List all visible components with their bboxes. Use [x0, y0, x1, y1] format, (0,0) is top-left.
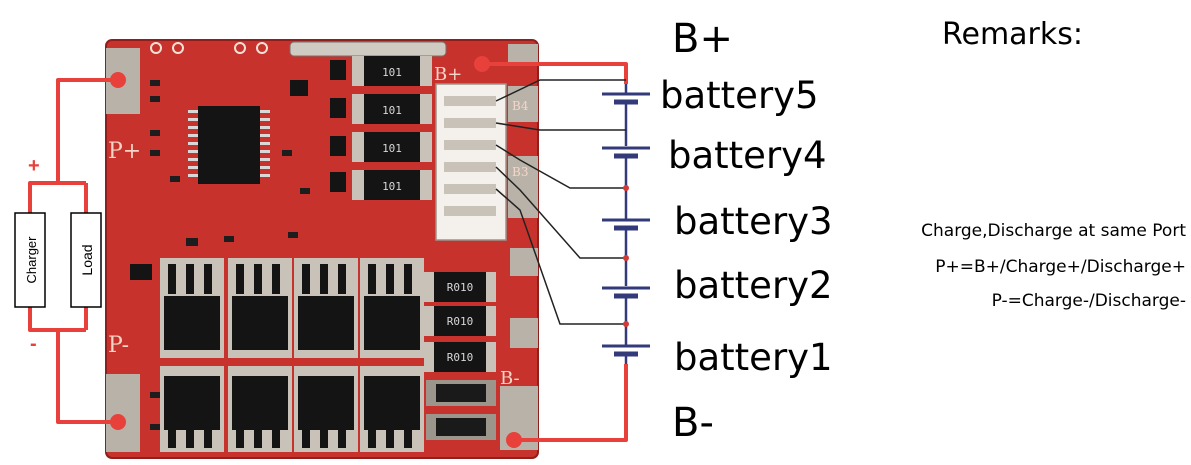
- load-label: Load: [79, 244, 95, 275]
- plus-sign: +: [28, 155, 40, 177]
- mosfet-array: [160, 258, 424, 452]
- silk-b-plus: B+: [434, 64, 462, 85]
- shunt-resistors: R010 R010 R010: [424, 272, 496, 440]
- resistor-code-2: 101: [382, 104, 402, 117]
- b4-pad: [508, 86, 538, 122]
- b3-pad: [508, 156, 538, 196]
- battery3-label: battery3: [674, 200, 833, 243]
- silk-b3: B3: [512, 165, 528, 179]
- remark-line-1: Charge,Discharge at same Port: [921, 221, 1186, 241]
- remark-line-3: P-=Charge-/Discharge-: [992, 291, 1186, 311]
- resistor-code-1: 101: [382, 66, 402, 79]
- silk-p-plus: P+: [108, 139, 141, 164]
- resistor-code-4: 101: [382, 180, 402, 193]
- silk-b4: B4: [512, 99, 529, 113]
- shunt-code-3: R010: [447, 351, 474, 364]
- battery4-label: battery4: [668, 134, 827, 177]
- pcb-board: 101 101 101 101: [105, 39, 539, 459]
- load-box: Load: [70, 212, 102, 308]
- balance-connector: [435, 83, 507, 241]
- silk-b-minus: B-: [500, 368, 520, 389]
- battery-cells: [602, 92, 650, 357]
- resistor-code-3: 101: [382, 142, 402, 155]
- sense-resistors: 101 101 101 101: [352, 56, 432, 200]
- battery5-label: battery5: [660, 74, 819, 117]
- control-ic: [198, 106, 260, 184]
- silk-p-minus: P-: [108, 333, 129, 358]
- battery1-label: battery1: [674, 336, 833, 379]
- b-minus-label: B-: [672, 400, 714, 446]
- charger-label: Charger: [24, 236, 39, 284]
- p-minus-pad: [106, 374, 140, 452]
- remark-line-2: P+=B+/Charge+/Discharge+: [935, 257, 1186, 277]
- battery2-label: battery2: [674, 264, 833, 307]
- b-plus-label: B+: [672, 16, 733, 62]
- minus-sign: -: [30, 333, 37, 355]
- charger-box: Charger: [14, 212, 46, 308]
- balance-wires: [495, 79, 626, 325]
- main-wires: [28, 62, 628, 442]
- shunt-code-1: R010: [447, 281, 474, 294]
- remarks-title: Remarks:: [942, 17, 1083, 52]
- shunt-code-2: R010: [447, 315, 474, 328]
- terminal-dots: [110, 56, 522, 448]
